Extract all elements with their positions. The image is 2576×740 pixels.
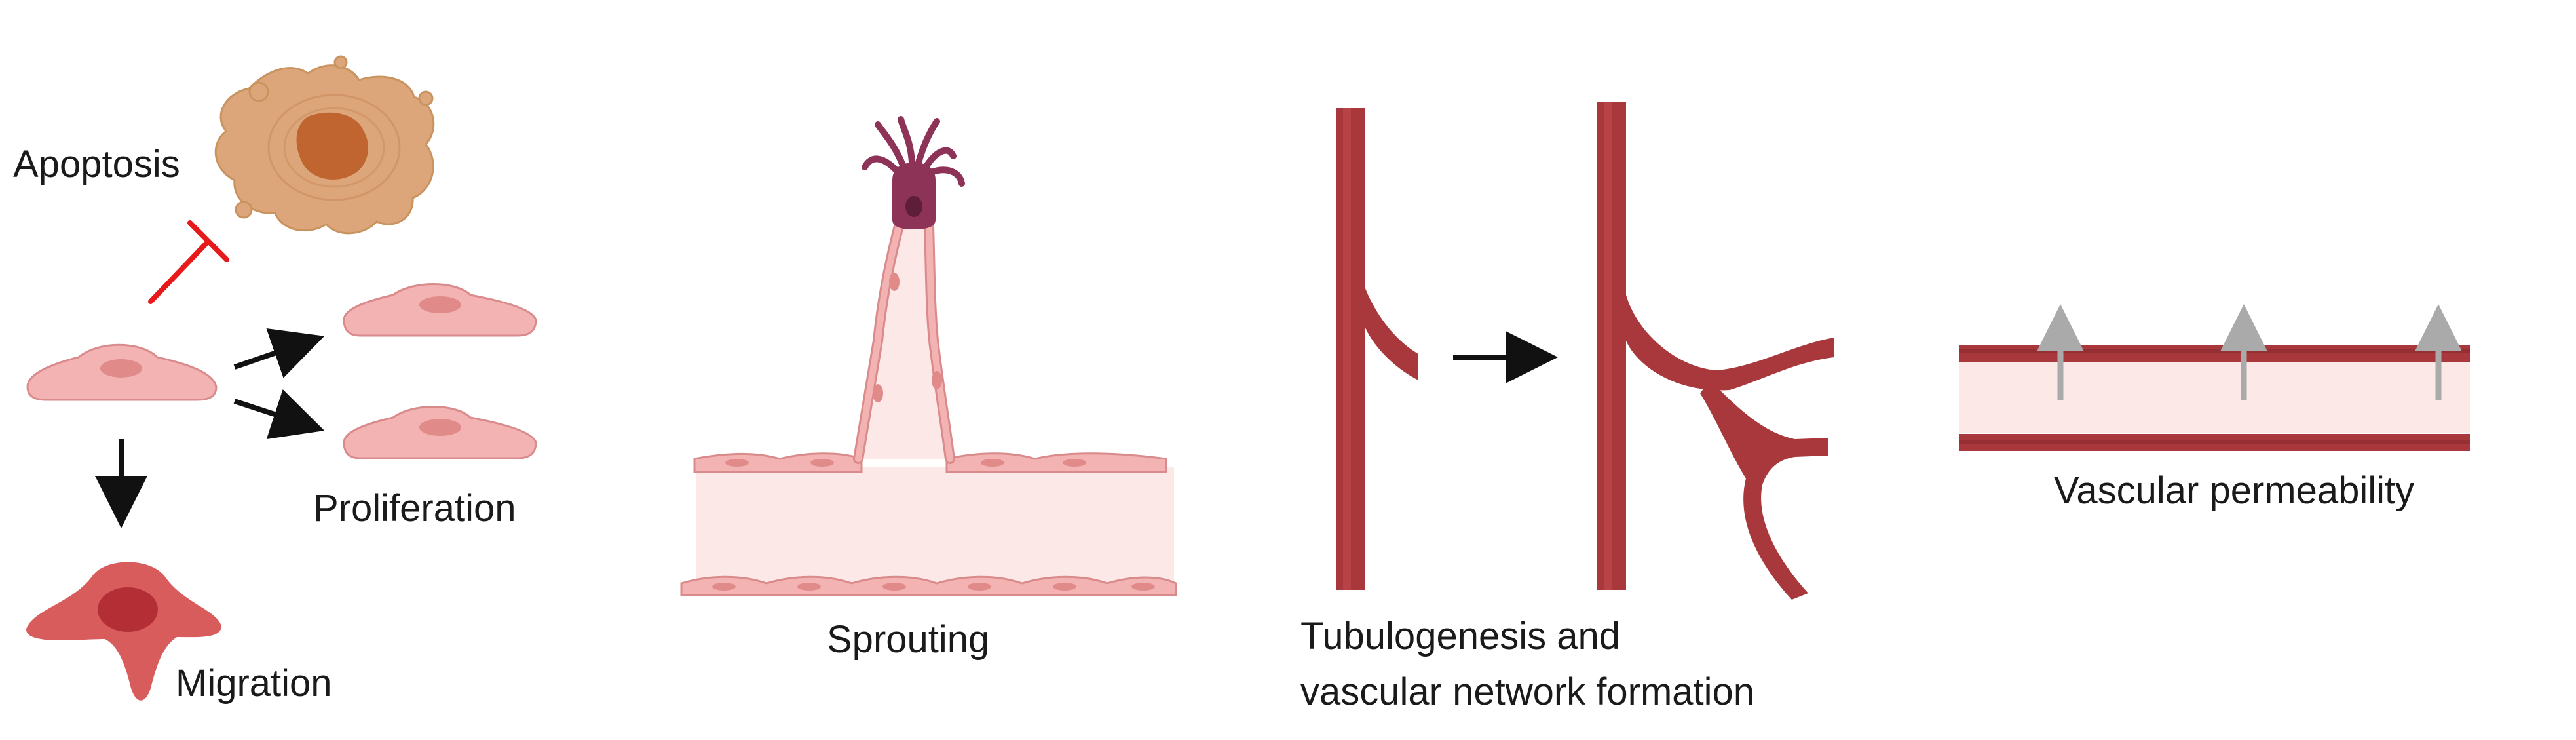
arrow-to-proliferation-upper [233, 328, 325, 378]
proliferating-cell-lower-icon [343, 406, 537, 459]
vessel-before-branching [1336, 108, 1418, 590]
permeability-vessel-top-wall [1959, 345, 2470, 362]
sprouting-vessel-bottom-wall [680, 575, 1177, 596]
panel-permeability: Vascular permeability [1959, 304, 2470, 512]
sprouting-label: Sprouting [827, 618, 989, 661]
vessel-after-branching [1597, 102, 1834, 600]
migrating-cell-icon [26, 562, 221, 701]
proliferation-label: Proliferation [313, 487, 516, 530]
arrow-to-proliferation-lower [233, 389, 325, 440]
sprouting-vessel-top-wall [693, 452, 1167, 473]
panel-sprouting: Sprouting [680, 116, 1177, 661]
tubulogenesis-label-line1: Tubulogenesis and [1300, 615, 1620, 657]
sprouting-vessel-lumen [696, 467, 1174, 585]
endothelial-cell-icon [26, 343, 218, 401]
panel-tubulogenesis: Tubulogenesis and vascular network forma… [1300, 102, 1834, 713]
permeability-vessel-lumen [1959, 362, 2470, 433]
permeability-label: Vascular permeability [2054, 469, 2414, 512]
sprout-stalk [853, 221, 955, 464]
apoptotic-cell-icon [214, 55, 435, 235]
inhibition-symbol [148, 220, 229, 304]
tip-cell-icon [862, 116, 965, 229]
apoptosis-label: Apoptosis [13, 143, 180, 185]
proliferating-cell-upper-icon [343, 283, 537, 337]
migration-label: Migration [176, 662, 332, 705]
panel-cell-behaviours: Apoptosis Proliferation Mig [13, 55, 537, 705]
tubulogenesis-label-line2: vascular network formation [1300, 671, 1754, 713]
